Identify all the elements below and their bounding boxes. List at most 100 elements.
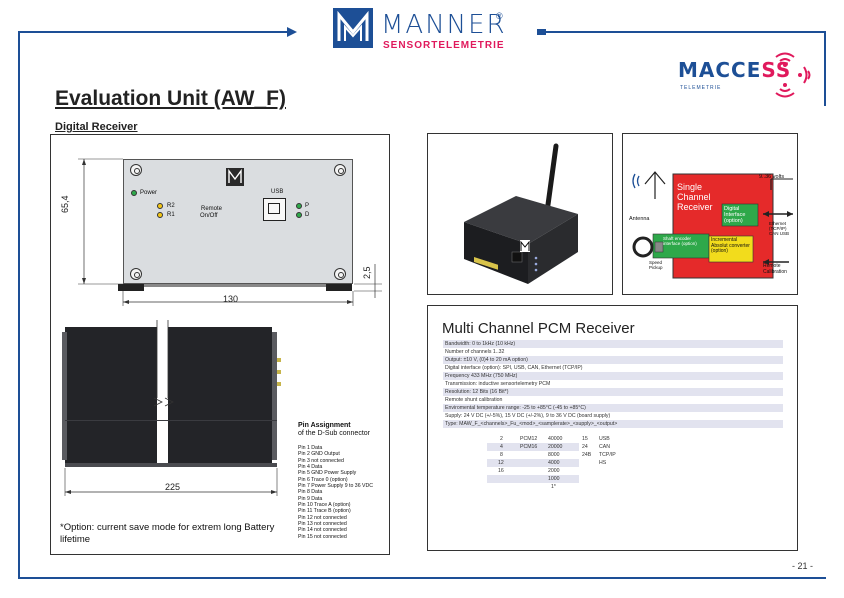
device-side-view-left (65, 327, 157, 465)
type-table: 2 PCM12 40000 15 USB 4 PCM16 20000 24 CA… (487, 435, 627, 491)
table-cell: 24B (582, 452, 592, 458)
spec-row: Enviromental temperature range: -25 to +… (443, 404, 783, 412)
digital-interface-label: Digital Interface (option) (724, 206, 746, 224)
frame-line-bottom (18, 577, 826, 579)
frame-line-top-left (18, 31, 290, 33)
table-row: 16 2000 (487, 467, 627, 475)
side-view-details (62, 320, 281, 496)
frame-line-top-right-short (537, 29, 546, 35)
pin-item: Pin 15 not connected (298, 533, 347, 540)
speed-pickup-label: Speed Pickup (649, 260, 663, 270)
device-front-view: Power R2 R1 Remote On/Off USB P D (123, 159, 353, 284)
pin-item: Pin 11 Trace B (option) (298, 508, 351, 515)
table-cell: 8 (500, 452, 503, 458)
pin-item: Pin 4 Data (298, 464, 323, 471)
device-photo-panel (427, 133, 613, 295)
pin-item: Pin 3 not connected (298, 457, 344, 464)
multi-channel-title: Multi Channel PCM Receiver (442, 320, 635, 337)
table-cell: 2000 (548, 468, 560, 474)
pin-item: Pin 10 Trace A (option) (298, 502, 351, 509)
remote-label: Remote (201, 206, 223, 212)
pin-item: Pin 5 GND Power Supply (298, 470, 357, 477)
incremental-label: Incremental Absolut converter (option) (711, 237, 750, 255)
onoff-label: On/Off (200, 213, 218, 219)
r1-led-icon (157, 212, 163, 218)
maccess-wordmark: MACCESS (678, 58, 791, 82)
dimension-height: 65,4 (60, 195, 70, 213)
r2-label: R2 (167, 203, 175, 209)
frame-line-right (824, 31, 826, 106)
pin-list: Pin 1 Data Pin 2 GND Output Pin 3 not co… (298, 445, 373, 540)
frame-line-top-right (546, 31, 826, 33)
table-cell: 4000 (548, 460, 560, 466)
dimension-foot: 2,5 (362, 266, 372, 279)
d-led-icon (296, 212, 302, 218)
maccess-logo: MACCESS TELEMETRIE (650, 52, 820, 103)
maccess-wordmark-part1: MACCE (678, 58, 762, 82)
maccess-tagline: TELEMETRIE (680, 85, 722, 91)
pin-item: Pin 14 not connected (298, 527, 347, 534)
table-row: 4 PCM16 20000 24 CAN (487, 443, 610, 451)
table-row: 1* (487, 483, 627, 491)
table-cell: USB (599, 436, 610, 442)
table-cell: 12 (498, 460, 504, 466)
maccess-wordmark-part2: SS (761, 58, 792, 82)
dimension-width-side: 225 (165, 482, 181, 492)
table-cell: 1* (551, 484, 556, 490)
remote-calibration-label: Remote Calibration (763, 263, 787, 275)
p-label: P (305, 203, 310, 209)
table-cell: 20000 (548, 444, 563, 450)
pin-assignment-title: Pin Assignment (298, 422, 351, 429)
spec-row: Resolution: 12 Bits (16 Bit*) (443, 388, 783, 396)
p-led-icon (296, 203, 302, 209)
pin-item: Pin 12 not connected (298, 514, 347, 521)
table-cell: HS (599, 460, 607, 466)
page-subtitle: Digital Receiver (55, 121, 138, 133)
spec-row: Frequency 433 MHz (750 MHz) (443, 372, 783, 380)
pin-item: Pin 1 Data (298, 445, 323, 451)
pin-assignment-subtitle: of the D-Sub connector (298, 430, 370, 437)
spec-row: Supply: 24 V DC (+/-5%), 15 V DC (+/-2%)… (445, 413, 611, 419)
spec-row: Type: MAW_F_<channels>_Fu_<mod>_<sampler… (443, 420, 783, 428)
manner-badge-icon (226, 168, 244, 186)
spec-row: Bandwidth: 0 to 1kHz (10 kHz) (443, 340, 783, 348)
device-photo-icon (464, 143, 578, 284)
frame-arrow-right-icon (287, 27, 297, 37)
brand-subtitle: SENSORTELEMETRIE (383, 40, 505, 51)
spec-row: Digital interface (option): SPI, USB, CA… (445, 365, 583, 371)
option-note: *Option: current save mode for extrem lo… (60, 522, 275, 545)
table-cell: CAN (599, 444, 610, 450)
manner-logo-icon (333, 8, 373, 48)
table-row: 2 PCM12 40000 15 USB (487, 435, 627, 443)
spec-row: Remote shunt calibration (445, 397, 503, 403)
table-cell: 24 (582, 444, 588, 450)
power-led-icon (131, 190, 137, 196)
usb-port-icon (263, 198, 286, 221)
spec-row: Output: ±10 V, (0)4 to 20 mA option) (443, 356, 783, 364)
brand-name: MANNER (381, 10, 507, 40)
brand-registered-mark: ® (496, 11, 503, 21)
block-diagram-panel: Single Channel Receiver 9..36 volts Digi… (622, 133, 798, 295)
table-cell: 2 (500, 436, 503, 442)
spec-row: Number of channels 1..32 (445, 349, 505, 355)
dimension-width-front: 130 (223, 294, 239, 304)
screw-icon (130, 164, 142, 176)
pin-item: Pin 13 not connected (298, 521, 347, 528)
page-title: Evaluation Unit (AW_F) (55, 87, 286, 110)
screw-icon (334, 164, 346, 176)
table-cell: 40000 (548, 436, 563, 442)
pin-item: Pin 8 Data (298, 489, 323, 496)
pin-item: Pin 9 Data (298, 495, 323, 502)
table-cell: 16 (498, 468, 504, 474)
table-cell: PCM16 (520, 444, 538, 450)
wireless-signal-icon (775, 52, 811, 98)
table-cell: 1000 (548, 476, 560, 482)
shaft-encoder-label: Shaft encoder interface (option) (663, 236, 697, 246)
frame-line-left (18, 31, 20, 578)
table-cell: 4 (500, 444, 503, 450)
ethernet-label: Ethernet (TCP/IP) CAN USB (769, 221, 790, 236)
device-side-view-right (168, 327, 272, 465)
r2-led-icon (157, 203, 163, 209)
antenna-label: Antenna (629, 216, 650, 222)
table-row: 1000 (487, 475, 579, 483)
